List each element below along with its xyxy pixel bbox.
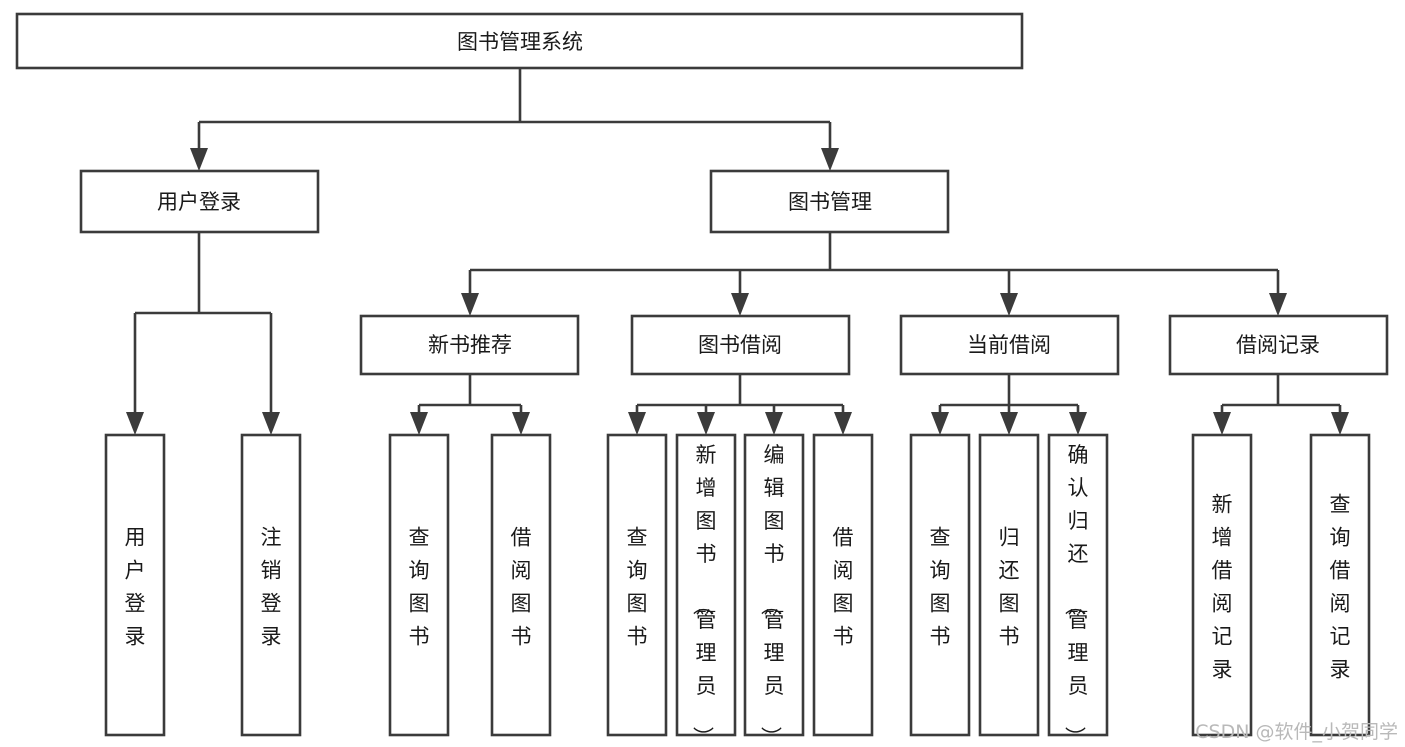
leaf-user-login-1-label: 注销登录 xyxy=(261,526,282,649)
arrow-head-borrow-leaf-3 xyxy=(834,412,852,435)
leaf-node[interactable]: 归还图书 xyxy=(978,433,1040,737)
leaf-current-2-label: 确认归还（管理员） xyxy=(1063,443,1089,747)
leaf-current-2-box[interactable] xyxy=(1047,433,1109,737)
node-user-login[interactable]: 用户登录 xyxy=(79,169,320,234)
leaf-current-0-box[interactable] xyxy=(909,433,971,737)
leaf-node[interactable]: 查询图书 xyxy=(909,433,971,737)
node-user-login-box[interactable] xyxy=(79,169,320,234)
leaf-records-1-box[interactable] xyxy=(1309,433,1371,737)
node-new-book-recommend-box[interactable] xyxy=(359,314,580,376)
leaf-borrow-2-label: 编辑图书（管理员） xyxy=(759,443,785,747)
leaf-recommend-1-label: 借阅图书 xyxy=(511,526,532,649)
leaf-node[interactable]: 编辑图书（管理员） xyxy=(743,433,805,747)
leaf-recommend-1-box[interactable] xyxy=(490,433,552,737)
leaf-node[interactable]: 查询图书 xyxy=(388,433,450,737)
leaf-user-login-0-box[interactable] xyxy=(104,433,166,737)
arrow-head-borrow-leaf-0 xyxy=(628,412,646,435)
leaf-borrow-0-box[interactable] xyxy=(606,433,668,737)
arrow-head-current-leaf-2 xyxy=(1069,412,1087,435)
leaf-node[interactable]: 新增图书（管理员） xyxy=(675,433,737,747)
leaf-recommend-0-label: 查询图书 xyxy=(409,526,430,649)
node-current-borrow-label: 当前借阅 xyxy=(967,333,1051,357)
node-book-management-label: 图书管理 xyxy=(788,190,872,214)
node-root[interactable]: 图书管理系统 xyxy=(15,12,1024,70)
leaf-records-0-label: 新增借阅记录 xyxy=(1212,493,1233,682)
node-root-label: 图书管理系统 xyxy=(457,30,583,54)
arrow-head-to-recommend xyxy=(461,293,479,316)
leaf-node[interactable]: 借阅图书 xyxy=(812,433,874,737)
arrow-head-to-book-manage xyxy=(821,148,839,171)
csdn-watermark: CSDN @软件_小贺同学 xyxy=(1195,721,1398,743)
leaf-node[interactable]: 查询借阅记录 xyxy=(1309,433,1371,737)
arrow-head-recommend-leaf-0 xyxy=(410,412,428,435)
leaf-user-login-1-box[interactable] xyxy=(240,433,302,737)
leaf-node[interactable]: 确认归还（管理员） xyxy=(1047,433,1109,747)
node-current-borrow[interactable]: 当前借阅 xyxy=(899,314,1120,376)
arrow-head-records-leaf-1 xyxy=(1331,412,1349,435)
arrow-head-user-login-leaf-1 xyxy=(262,412,280,435)
node-borrow-records-box[interactable] xyxy=(1168,314,1389,376)
connector-layer xyxy=(126,68,1349,435)
arrow-head-borrow-leaf-2 xyxy=(765,412,783,435)
leaf-borrow-3-label: 借阅图书 xyxy=(833,526,854,649)
node-book-borrow-box[interactable] xyxy=(630,314,851,376)
leaf-node[interactable]: 用户登录 xyxy=(104,433,166,737)
node-borrow-records[interactable]: 借阅记录 xyxy=(1168,314,1389,376)
arrow-head-to-records xyxy=(1269,293,1287,316)
leaf-current-1-label: 归还图书 xyxy=(999,526,1020,649)
arrow-head-user-login-leaf-0 xyxy=(126,412,144,435)
node-book-management[interactable]: 图书管理 xyxy=(709,169,950,234)
leaf-borrow-1-label: 新增图书（管理员） xyxy=(691,443,717,747)
node-book-borrow[interactable]: 图书借阅 xyxy=(630,314,851,376)
leaf-node[interactable]: 借阅图书 xyxy=(490,433,552,737)
node-user-login-label: 用户登录 xyxy=(157,190,241,214)
leaf-current-0-label: 查询图书 xyxy=(930,526,951,649)
arrow-head-recommend-leaf-1 xyxy=(512,412,530,435)
node-root-box[interactable] xyxy=(15,12,1024,70)
leaf-borrow-0-label: 查询图书 xyxy=(627,526,648,649)
leaf-node[interactable]: 新增借阅记录 xyxy=(1191,433,1253,737)
node-borrow-records-label: 借阅记录 xyxy=(1236,333,1320,357)
leaf-node[interactable]: 查询图书 xyxy=(606,433,668,737)
leaf-records-0-box[interactable] xyxy=(1191,433,1253,737)
leaf-recommend-0-box[interactable] xyxy=(388,433,450,737)
node-current-borrow-box[interactable] xyxy=(899,314,1120,376)
arrow-head-current-leaf-1 xyxy=(1000,412,1018,435)
node-new-book-recommend[interactable]: 新书推荐 xyxy=(359,314,580,376)
arrow-head-to-user-login xyxy=(190,148,208,171)
leaf-borrow-2-box[interactable] xyxy=(743,433,805,737)
leaf-records-1-label: 查询借阅记录 xyxy=(1330,493,1351,682)
arrow-head-borrow-leaf-1 xyxy=(697,412,715,435)
leaf-borrow-3-box[interactable] xyxy=(812,433,874,737)
arrow-head-current-leaf-0 xyxy=(931,412,949,435)
arrow-head-to-current xyxy=(1000,293,1018,316)
arrow-head-to-borrow xyxy=(731,293,749,316)
leaf-borrow-1-box[interactable] xyxy=(675,433,737,737)
node-book-management-box[interactable] xyxy=(709,169,950,234)
arrow-head-records-leaf-0 xyxy=(1213,412,1231,435)
leaf-node[interactable]: 注销登录 xyxy=(240,433,302,737)
node-book-borrow-label: 图书借阅 xyxy=(698,333,782,357)
node-new-book-recommend-label: 新书推荐 xyxy=(428,333,512,357)
leaf-current-1-box[interactable] xyxy=(978,433,1040,737)
leaf-user-login-0-label: 用户登录 xyxy=(125,526,146,649)
